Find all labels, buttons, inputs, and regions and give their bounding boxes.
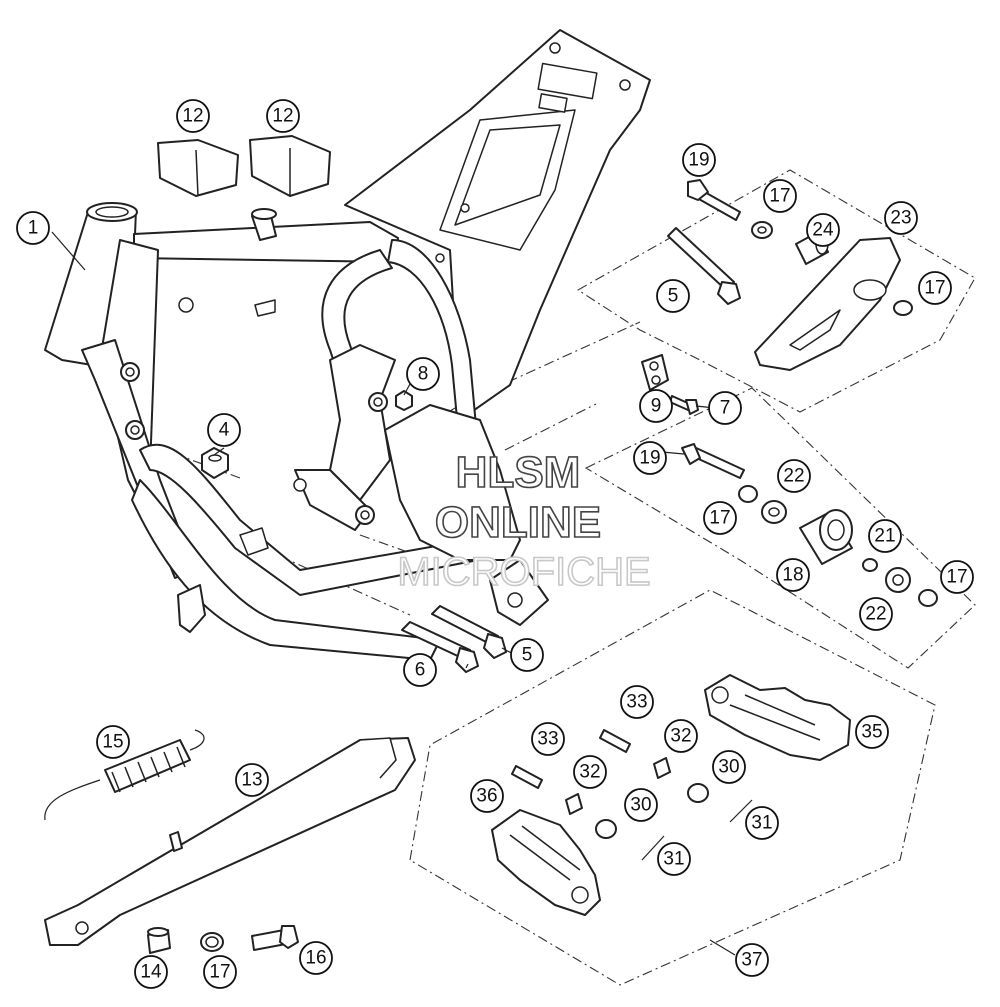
callout-31: 31 bbox=[745, 806, 779, 840]
callout-22: 22 bbox=[777, 459, 811, 493]
svg-text:36: 36 bbox=[476, 786, 497, 807]
callout-16: 16 bbox=[299, 941, 333, 975]
callout-32: 32 bbox=[664, 719, 698, 753]
tank-pads bbox=[157, 135, 331, 197]
footrest-parts bbox=[491, 674, 851, 916]
svg-text:30: 30 bbox=[630, 795, 651, 816]
callout-5: 5 bbox=[656, 279, 690, 313]
svg-text:17: 17 bbox=[209, 962, 230, 983]
watermark: HLSM ONLINE MICROFICHE bbox=[397, 447, 652, 595]
callout-30: 30 bbox=[712, 750, 746, 784]
watermark-line-2: ONLINE bbox=[435, 498, 601, 547]
callout-14: 14 bbox=[134, 955, 168, 989]
svg-text:15: 15 bbox=[102, 732, 123, 753]
brake-pedal-group-outline bbox=[576, 169, 976, 413]
callout-17: 17 bbox=[940, 560, 974, 594]
callout-33: 33 bbox=[620, 685, 654, 719]
svg-text:13: 13 bbox=[241, 770, 262, 791]
svg-text:17: 17 bbox=[709, 508, 730, 529]
footrest-group-outline bbox=[409, 589, 936, 986]
svg-text:21: 21 bbox=[874, 526, 895, 547]
svg-text:23: 23 bbox=[890, 208, 911, 229]
callout-33: 33 bbox=[531, 722, 565, 756]
svg-text:31: 31 bbox=[751, 813, 772, 834]
svg-text:18: 18 bbox=[782, 565, 803, 586]
svg-text:12: 12 bbox=[182, 106, 203, 127]
svg-text:5: 5 bbox=[522, 645, 533, 666]
svg-text:7: 7 bbox=[720, 398, 731, 419]
svg-text:33: 33 bbox=[626, 692, 647, 713]
callout-22: 22 bbox=[859, 597, 893, 631]
callout-12: 12 bbox=[266, 99, 300, 133]
svg-text:14: 14 bbox=[140, 962, 162, 983]
callout-13: 13 bbox=[235, 763, 269, 797]
callout-19: 19 bbox=[682, 143, 716, 177]
callout-8: 8 bbox=[406, 357, 440, 391]
callout-30: 30 bbox=[624, 788, 658, 822]
svg-text:37: 37 bbox=[741, 950, 762, 971]
svg-text:35: 35 bbox=[861, 722, 882, 743]
svg-text:19: 19 bbox=[639, 448, 660, 469]
callout-5: 5 bbox=[510, 638, 544, 672]
callout-37: 37 bbox=[735, 943, 769, 977]
callout-9: 9 bbox=[639, 389, 673, 423]
svg-text:24: 24 bbox=[812, 220, 834, 241]
long-bolts bbox=[401, 227, 741, 673]
svg-text:19: 19 bbox=[688, 150, 709, 171]
svg-text:5: 5 bbox=[668, 286, 679, 307]
callout-labels: 1 12 12 4 8 19 17 24 23 5 17 9 7 19 22 1… bbox=[16, 99, 974, 989]
svg-text:12: 12 bbox=[272, 106, 293, 127]
svg-text:16: 16 bbox=[305, 948, 326, 969]
svg-text:9: 9 bbox=[651, 396, 662, 417]
callout-18: 18 bbox=[776, 558, 810, 592]
callout-4: 4 bbox=[207, 413, 241, 447]
svg-text:30: 30 bbox=[718, 757, 739, 778]
callout-6: 6 bbox=[403, 653, 437, 687]
callout-17: 17 bbox=[203, 955, 237, 989]
svg-text:8: 8 bbox=[418, 364, 429, 385]
svg-text:31: 31 bbox=[663, 849, 684, 870]
svg-text:22: 22 bbox=[783, 466, 804, 487]
callout-23: 23 bbox=[884, 201, 918, 235]
callout-21: 21 bbox=[868, 519, 902, 553]
svg-text:33: 33 bbox=[537, 729, 558, 750]
callout-15: 15 bbox=[96, 725, 130, 759]
side-stand-parts bbox=[44, 729, 416, 954]
callout-17: 17 bbox=[703, 501, 737, 535]
svg-text:17: 17 bbox=[946, 567, 967, 588]
svg-text:6: 6 bbox=[415, 660, 426, 681]
chain-roller-group-outline bbox=[584, 387, 976, 669]
callout-17: 17 bbox=[918, 271, 952, 305]
svg-text:1: 1 bbox=[28, 218, 39, 239]
callout-7: 7 bbox=[708, 391, 742, 425]
svg-text:17: 17 bbox=[769, 186, 790, 207]
chain-roller-parts bbox=[641, 354, 938, 607]
svg-text:32: 32 bbox=[579, 762, 600, 783]
small-hardware bbox=[201, 390, 413, 479]
svg-text:22: 22 bbox=[865, 604, 886, 625]
callout-36: 36 bbox=[470, 779, 504, 813]
svg-text:4: 4 bbox=[219, 420, 230, 441]
watermark-line-3: MICROFICHE bbox=[397, 550, 650, 594]
svg-text:17: 17 bbox=[924, 278, 945, 299]
svg-text:32: 32 bbox=[670, 726, 691, 747]
callout-35: 35 bbox=[855, 715, 889, 749]
callout-24: 24 bbox=[806, 213, 840, 247]
watermark-line-1: HLSM bbox=[456, 448, 581, 497]
callout-1: 1 bbox=[16, 211, 50, 245]
callout-32: 32 bbox=[573, 755, 607, 789]
callout-31: 31 bbox=[657, 842, 691, 876]
callout-19: 19 bbox=[633, 441, 667, 475]
callout-17: 17 bbox=[763, 179, 797, 213]
callout-12: 12 bbox=[176, 99, 210, 133]
frame-drawing bbox=[44, 29, 651, 661]
